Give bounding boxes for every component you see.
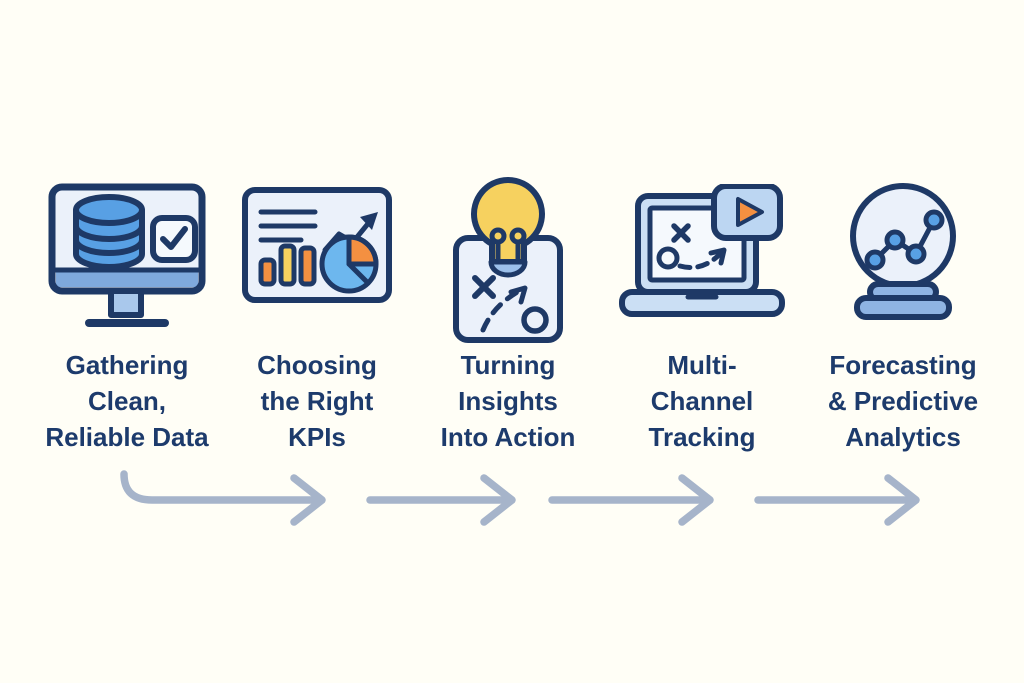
kpi-dashboard-icon <box>241 186 393 304</box>
step-label-2: Choosing the Right KPIs <box>257 350 377 452</box>
laptop-play-icon <box>618 184 786 322</box>
step-label-5: Forecasting & Predictive Analytics <box>827 350 979 452</box>
monitor-database-icon <box>47 182 207 334</box>
flow-arrow-3 <box>548 474 714 526</box>
step-label-4: Multi- Channel Tracking <box>648 350 756 452</box>
flow-arrow-2 <box>366 474 516 526</box>
flow-arrow-1 <box>120 470 326 526</box>
step-label-3: Turning Insights Into Action <box>440 350 576 452</box>
lightbulb-strategy-icon <box>449 174 567 346</box>
flow-arrow-4 <box>754 474 920 526</box>
crystal-ball-icon <box>844 180 962 322</box>
step-label-1: Gathering Clean, Reliable Data <box>45 350 209 452</box>
